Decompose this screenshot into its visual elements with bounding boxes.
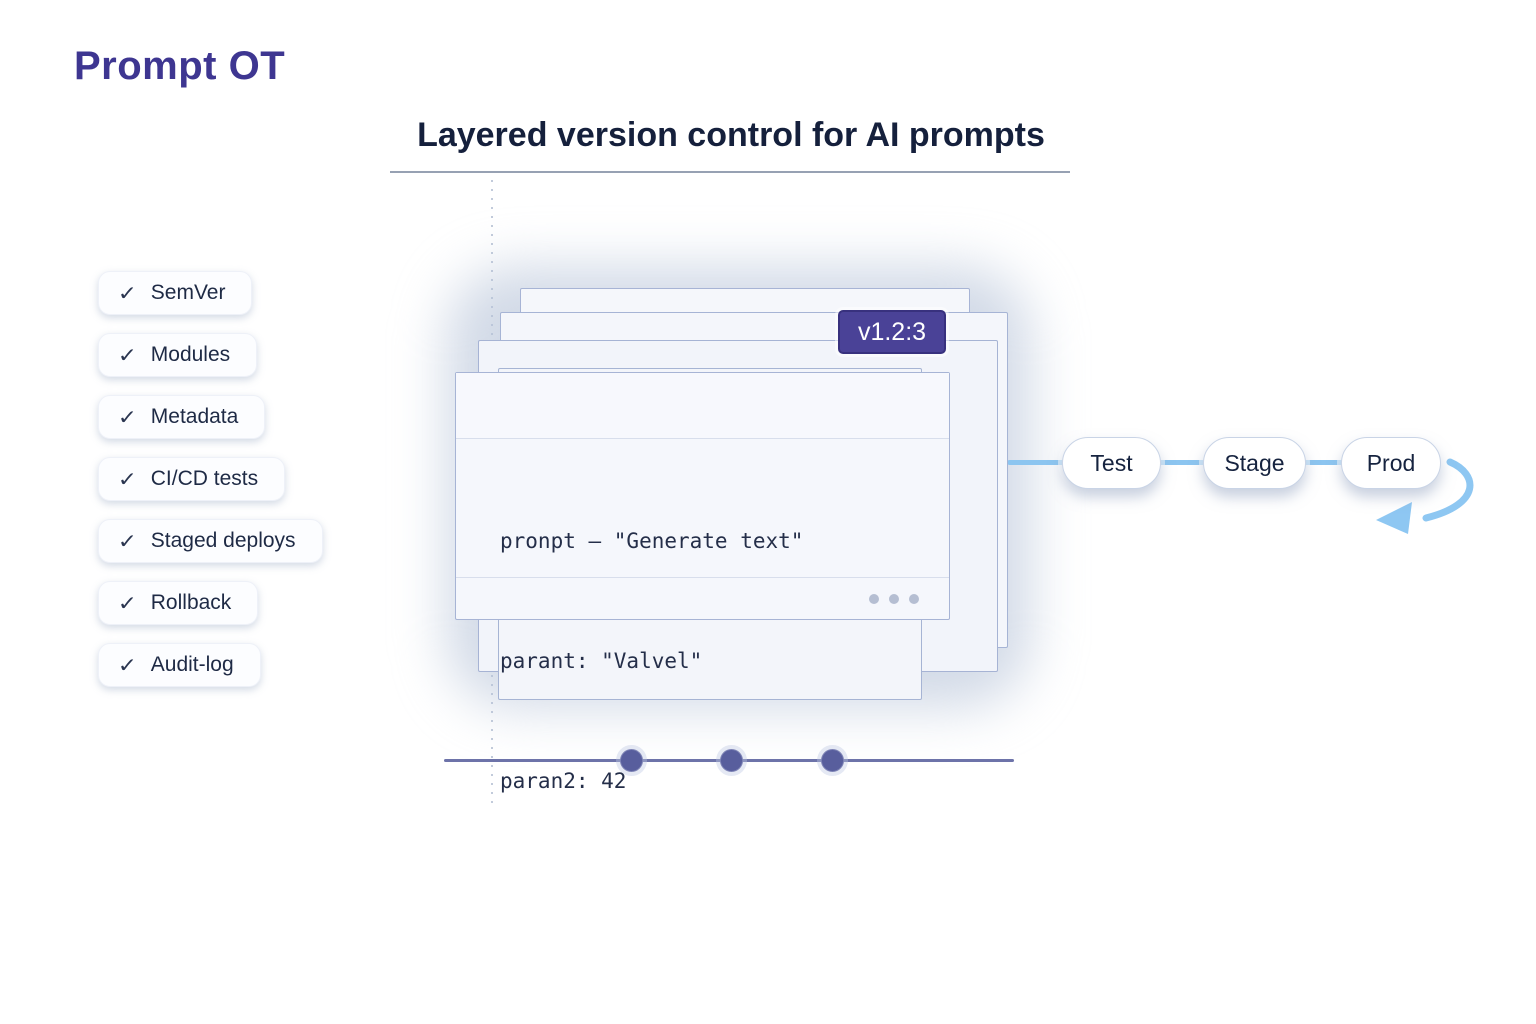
feature-label: Modules <box>150 343 231 366</box>
rollback-arrow-icon <box>1376 458 1474 534</box>
check-icon: ✓ <box>117 344 138 367</box>
check-icon: ✓ <box>117 654 138 677</box>
feature-label: Audit-log <box>150 653 234 676</box>
ellipsis-dot <box>889 593 899 604</box>
check-icon: ✓ <box>117 282 138 305</box>
code-line: parant: "Valvel" <box>500 649 703 673</box>
check-icon: ✓ <box>117 468 138 491</box>
timeline-dot[interactable] <box>720 749 743 772</box>
ellipsis-dot <box>909 593 919 604</box>
feature-pill-staged-deploys[interactable]: ✓ Staged deploys <box>98 519 323 563</box>
title-underline <box>390 171 1070 173</box>
ellipsis-dot <box>869 593 879 604</box>
prompt-card: pronpt – "Generate text" parant: "Valvel… <box>455 372 950 793</box>
feature-pill-modules[interactable]: ✓ Modules <box>98 333 258 377</box>
code-line: paran2: 42 <box>500 769 627 793</box>
check-icon: ✓ <box>117 406 138 429</box>
feature-label: Metadata <box>150 405 239 428</box>
prompt-card-footer <box>456 577 949 619</box>
feature-pill-semver[interactable]: ✓ SemVer <box>98 271 253 315</box>
feature-label: CI/CD tests <box>150 467 259 490</box>
timeline-dot[interactable] <box>620 749 643 772</box>
check-icon: ✓ <box>117 530 138 553</box>
prompt-card-code: pronpt – "Generate text" parant: "Valvel… <box>456 439 949 881</box>
feature-list: ✓ SemVer ✓ Modules ✓ Metadata ✓ CI/CD te… <box>98 271 323 687</box>
timeline-dot[interactable] <box>821 749 844 772</box>
feature-pill-rollback[interactable]: ✓ Rollback <box>98 581 259 625</box>
stage-pill-prod[interactable]: Prod <box>1341 437 1441 489</box>
stage-pill-test[interactable]: Test <box>1062 437 1161 489</box>
check-icon: ✓ <box>117 592 138 615</box>
feature-pill-metadata[interactable]: ✓ Metadata <box>98 395 266 439</box>
ellipsis-icon[interactable] <box>869 593 919 604</box>
brand-logo: Prompt OT <box>74 44 286 88</box>
pipeline-connector <box>1304 460 1343 465</box>
page-title: Layered version control for AI prompts <box>417 116 1045 154</box>
stage-pill-stage[interactable]: Stage <box>1203 437 1306 489</box>
feature-label: SemVer <box>150 281 226 304</box>
pipeline-connector <box>1007 460 1065 465</box>
pipeline-connector <box>1159 460 1205 465</box>
code-line: pronpt – "Generate text" <box>500 529 804 553</box>
prompt-card-header <box>456 373 949 439</box>
version-badge: v1.2:3 <box>838 310 946 354</box>
feature-pill-cicd-tests[interactable]: ✓ CI/CD tests <box>98 457 286 501</box>
feature-pill-audit-log[interactable]: ✓ Audit-log <box>98 643 261 687</box>
feature-label: Rollback <box>150 591 232 614</box>
feature-label: Staged deploys <box>150 529 296 552</box>
